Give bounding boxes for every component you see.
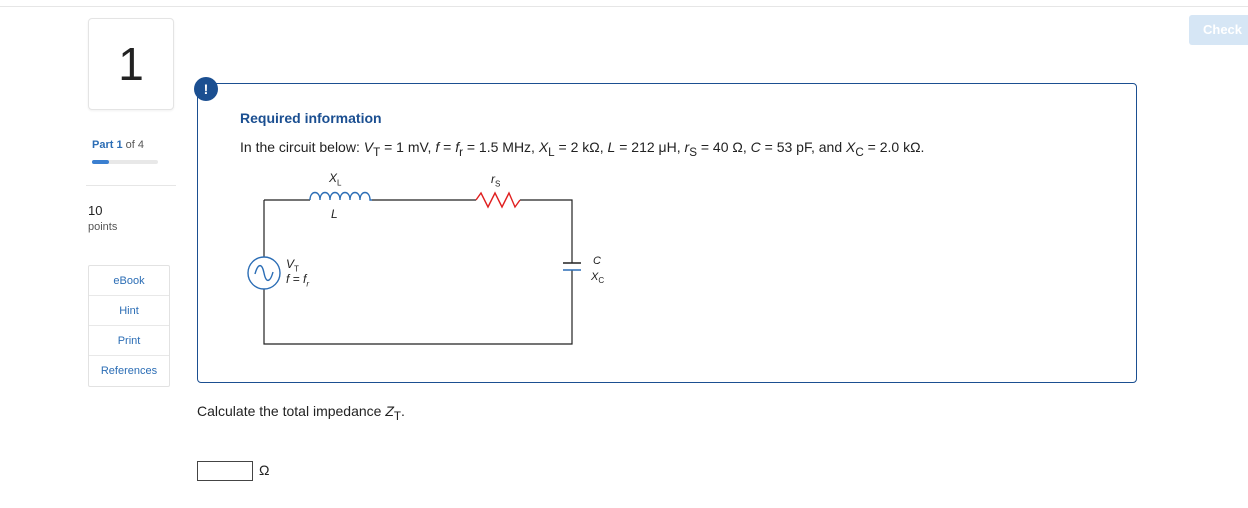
inductor-label-bottom: L: [331, 207, 338, 221]
resistor-symbol: [475, 191, 521, 209]
xl-symbol: X: [538, 139, 549, 155]
inductor-label-top: XL: [329, 171, 342, 188]
source-label-bottom: f = fr: [286, 272, 310, 289]
xc-symbol: X: [846, 139, 856, 155]
references-button[interactable]: References: [100, 365, 158, 377]
question-number-card: 1: [88, 18, 174, 110]
zt-symbol: Z: [385, 403, 394, 419]
l-symbol: L: [607, 139, 616, 155]
prompt-end: .: [401, 403, 405, 419]
check-button[interactable]: Check: [1189, 15, 1248, 45]
capacitor-label-bottom: XC: [591, 271, 605, 286]
wire-right-lower: [263, 270, 573, 345]
capacitor-label-top: C: [593, 255, 601, 267]
circuit-diagram: [247, 191, 581, 345]
vt-value: = 1 mV,: [380, 139, 436, 155]
fr-symbol: f: [455, 139, 460, 155]
rs-subscript: S: [689, 145, 697, 159]
f-symbol: f: [435, 139, 440, 155]
sidebar-divider: [86, 185, 176, 186]
part-progress-bar: [92, 160, 158, 164]
part-current: 1: [116, 139, 123, 151]
sine-wave-icon: [254, 264, 274, 282]
zt-subscript: T: [393, 409, 402, 423]
xl-subscript: L: [548, 145, 555, 159]
l-value: = 212 μH,: [615, 139, 685, 155]
c-value: = 53 pF, and: [760, 139, 846, 155]
fr-subscript: r: [459, 145, 463, 159]
info-intro: In the circuit below:: [240, 139, 364, 155]
part-progress-fill: [92, 160, 109, 164]
xl-value: = 2 kΩ,: [554, 139, 608, 155]
tools-panel: eBook Hint Print References: [88, 265, 170, 387]
wire-top-right: [520, 199, 573, 263]
points-label: points: [88, 221, 118, 233]
hint-button[interactable]: Hint: [89, 296, 169, 326]
ebook-button[interactable]: eBook: [89, 266, 169, 296]
rs-symbol: r: [684, 139, 690, 155]
f-equals: =: [439, 139, 456, 155]
part-total: of 4: [125, 139, 145, 151]
question-prompt: Calculate the total impedance ZT.: [197, 403, 405, 423]
info-title: Required information: [240, 110, 382, 126]
resistor-label: rS: [491, 172, 501, 189]
xc-subscript: C: [855, 145, 864, 159]
fr-value: = 1.5 MHz,: [462, 139, 539, 155]
prompt-text: Calculate the total impedance: [197, 403, 386, 419]
inductor-symbol: [309, 191, 372, 201]
answer-unit: Ω: [259, 462, 270, 478]
points-value: 10: [88, 203, 103, 218]
xc-value: = 2.0 kΩ.: [863, 139, 925, 155]
question-number: 1: [118, 38, 144, 90]
info-text: In the circuit below: VT = 1 mV, f = fr …: [240, 139, 924, 159]
top-divider: [0, 6, 1248, 7]
rs-value: = 40 Ω,: [696, 139, 751, 155]
part-indicator: Part 1 of 4: [92, 139, 144, 151]
vt-subscript: T: [373, 145, 381, 159]
answer-input[interactable]: [197, 461, 253, 481]
part-prefix: Part: [92, 139, 114, 151]
required-info-box: Required information In the circuit belo…: [197, 83, 1137, 383]
print-button[interactable]: Print: [89, 326, 169, 356]
alert-icon: !: [194, 77, 218, 101]
source-label-top: VT: [286, 257, 299, 274]
c-symbol: C: [750, 139, 761, 155]
vt-symbol: V: [363, 139, 374, 155]
